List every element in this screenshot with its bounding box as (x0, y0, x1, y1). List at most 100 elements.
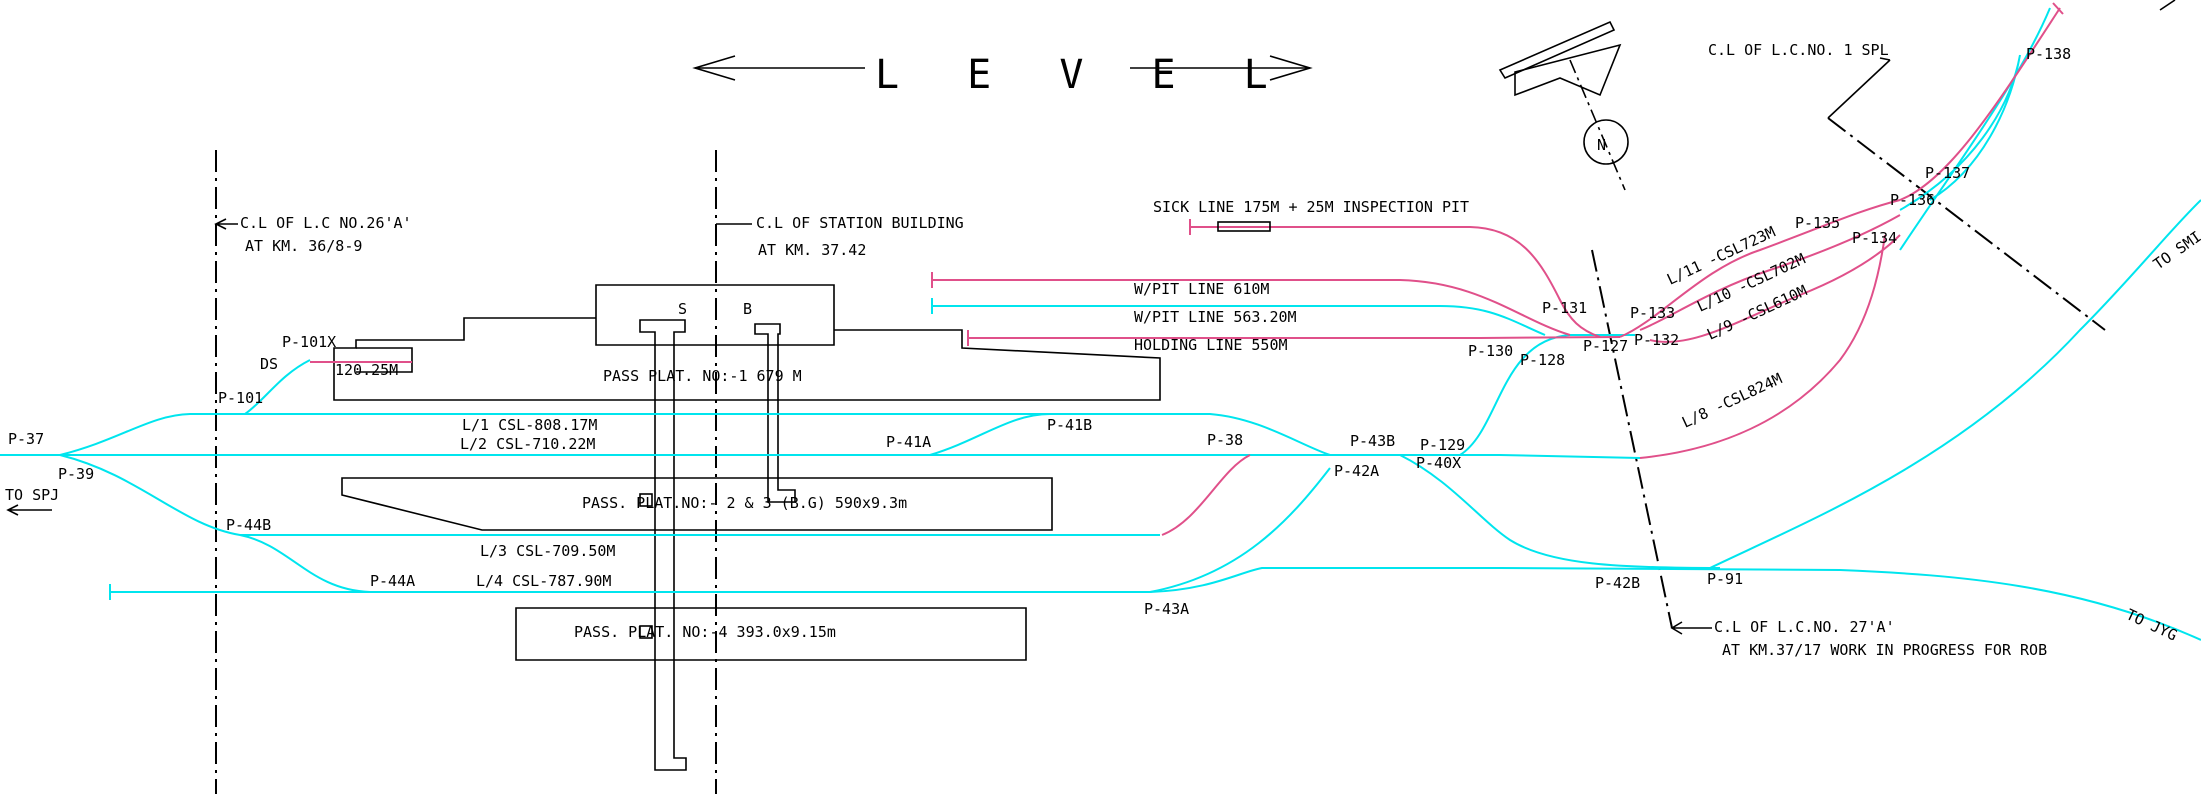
foot-over-bridge-b (754, 323, 796, 503)
north-arrow-head (1514, 43, 1622, 97)
loop-l4-label: L/4 CSL-787.90M (476, 572, 611, 590)
lc27a-centre-line (1591, 249, 1673, 629)
to-spj-arrow-icon (6, 504, 52, 516)
siding-p38 (1161, 454, 1251, 536)
point-p37: P-37 (8, 430, 44, 448)
building-letter-b: B (743, 300, 752, 318)
north-arrow-bar (1498, 20, 1616, 80)
to-smi-label: TO SMI (2150, 227, 2201, 273)
sick-line-label: SICK LINE 175M + 25M INSPECTION PIT (1153, 198, 1469, 216)
point-p42a: P-42A (1334, 462, 1379, 480)
line-to-jyg (1149, 567, 2201, 641)
platform-1-outline (333, 317, 1161, 401)
point-p132: P-132 (1634, 331, 1679, 349)
lc1spl-leader-tick (1879, 57, 1891, 61)
station-building-block (595, 284, 835, 346)
p138-buffer-stop (2052, 2, 2064, 15)
point-p40x: P-40X (1416, 454, 1461, 472)
point-p38: P-38 (1207, 431, 1243, 449)
siding-l8 (1639, 234, 1886, 459)
point-p138: P-138 (2026, 45, 2071, 63)
siding-l8-label: L/8 -CSL824M (1679, 370, 1785, 432)
top-right-fragment (2159, 0, 2176, 11)
main-line-l2 (0, 454, 1641, 459)
lc26a-text-1: C.L OF L.C NO.26'A' (240, 214, 412, 232)
holding-line-label: HOLDING LINE 550M (1134, 336, 1288, 354)
north-axis-line (1569, 59, 1626, 191)
point-p136: P-136 (1890, 191, 1935, 209)
sick-line (1190, 226, 1601, 338)
ds-siding-stop (356, 347, 413, 373)
lc27a-arrow-icon (1670, 621, 1712, 635)
level-title: L E V E L (875, 52, 1290, 98)
level-arrowhead-right (1269, 55, 1313, 81)
crossover-p40x-p42b (1399, 454, 1721, 569)
point-p128: P-128 (1520, 351, 1565, 369)
station-building-text-2: AT KM. 37.42 (758, 241, 866, 259)
point-p41b: P-41B (1047, 416, 1092, 434)
lc27a-label: C.L OF L.C.NO. 27'A' AT KM.37/17 WORK IN… (1670, 618, 2047, 659)
siding-to-p138 (1899, 7, 2061, 201)
loop-line-l3 (59, 454, 1160, 536)
north-letter: N (1597, 136, 1606, 154)
to-spj-label: TO SPJ (5, 486, 59, 504)
platform-2-3-label: PASS. PLAT.NO:- 2 & 3 (B.G) 590x9.3m (582, 494, 907, 512)
loop-l1-label: L/1 CSL-808.17M (462, 416, 597, 434)
point-p43a: P-43A (1144, 600, 1189, 618)
platform-4-label: PASS. PLAT. NO:-4 393.0x9.15m (574, 623, 836, 641)
holding-line (968, 336, 1621, 339)
point-p135: P-135 (1795, 214, 1840, 232)
point-p39: P-39 (58, 465, 94, 483)
level-heading: L E V E L (692, 52, 1313, 98)
inspection-pit (1217, 221, 1271, 232)
platform-2-3-outline (341, 477, 1053, 531)
lc1spl-centre-line (1827, 117, 2106, 331)
wpit-563-label: W/PIT LINE 563.20M (1134, 308, 1297, 326)
fob-landing-4 (639, 625, 653, 639)
ds-length-label: 120.25M (335, 361, 398, 379)
level-arrowhead-left (692, 55, 736, 81)
line-p136-p138 (1899, 54, 2021, 211)
point-p91: P-91 (1707, 570, 1743, 588)
north-circle (1583, 119, 1629, 165)
point-p130: P-130 (1468, 342, 1513, 360)
wpit-line-563 (932, 305, 1546, 336)
lc26a-arrow-icon (214, 218, 238, 230)
ds-connection (244, 359, 311, 415)
siding-l9 (1649, 234, 1901, 343)
point-p127: P-127 (1583, 337, 1628, 355)
lc27a-text-2: AT KM.37/17 WORK IN PROGRESS FOR ROB (1722, 641, 2047, 659)
line-p137-p138 (1899, 7, 2051, 251)
line-to-smi (1709, 199, 2201, 569)
crossover-p41a-p41b (929, 413, 1051, 456)
wpit-line-610 (932, 279, 1571, 336)
point-p131: P-131 (1542, 299, 1587, 317)
wpit-610-label: W/PIT LINE 610M (1134, 280, 1269, 298)
ds-label: DS (260, 355, 278, 373)
point-p43b: P-43B (1350, 432, 1395, 450)
loop-line-l1 (59, 413, 1331, 456)
point-p44b: P-44B (226, 516, 271, 534)
point-p42b: P-42B (1595, 574, 1640, 592)
platform-1-label: PASS PLAT. NO:-1 679 M (603, 367, 802, 385)
station-building-label: C.L OF STATION BUILDING AT KM. 37.42 (716, 214, 964, 259)
lc26a-text-2: AT KM. 36/8-9 (245, 237, 362, 255)
platform-4-outline (515, 607, 1027, 661)
point-p101: P-101 (218, 389, 263, 407)
siding-l11 (1619, 199, 1901, 338)
point-p44a: P-44A (370, 572, 415, 590)
point-p101x: P-101X (282, 333, 336, 351)
point-p129: P-129 (1420, 436, 1465, 454)
station-building-text-1: C.L OF STATION BUILDING (756, 214, 964, 232)
loop-l3-label: L/3 CSL-709.50M (480, 542, 615, 560)
lc1spl-text: C.L OF L.C.NO. 1 SPL (1708, 41, 1889, 59)
north-symbol: N (1498, 20, 1629, 191)
siding-l10 (1639, 214, 1901, 331)
fob-landing-23 (639, 493, 653, 507)
lc1spl-leader (1827, 59, 1891, 119)
point-p133: P-133 (1630, 304, 1675, 322)
foot-over-bridge-s (639, 319, 687, 771)
point-p41a: P-41A (886, 433, 931, 451)
building-letter-s: S (678, 300, 687, 318)
